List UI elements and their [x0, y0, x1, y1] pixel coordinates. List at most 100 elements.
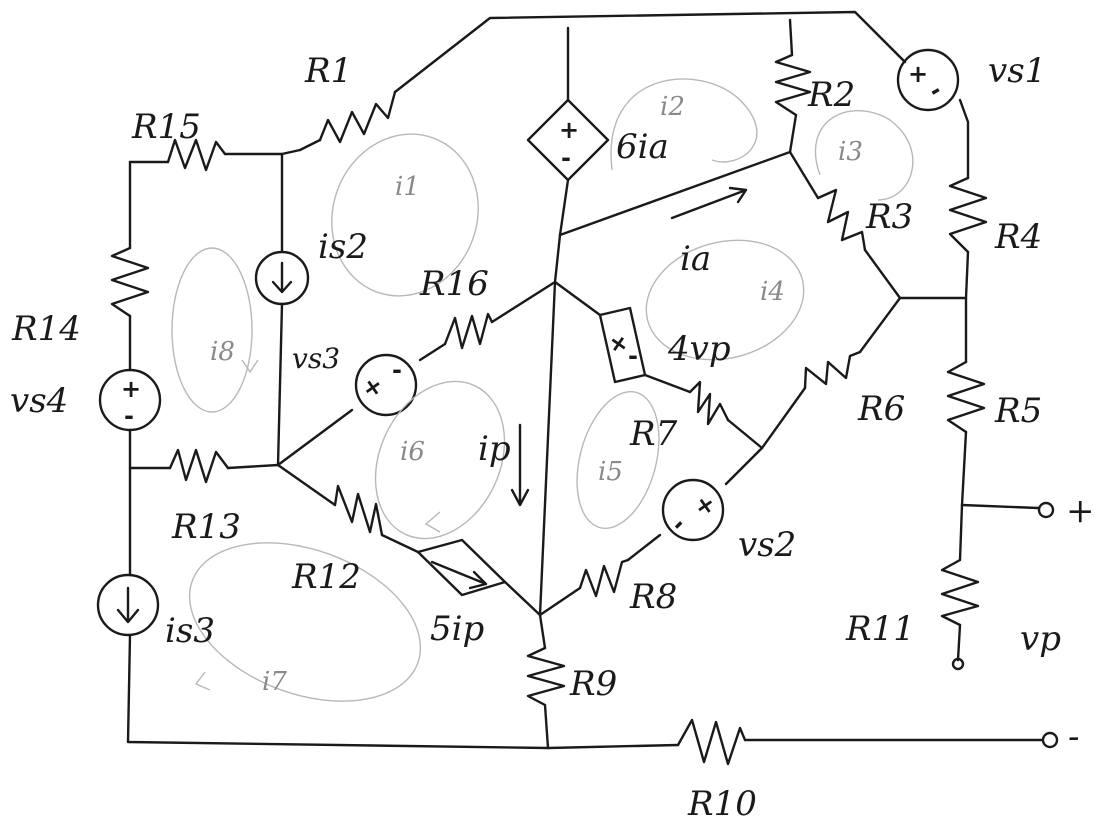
r11-top-lead — [958, 503, 964, 562]
loop-7 — [188, 542, 422, 702]
label-vs2: vs2 — [738, 525, 796, 565]
dep-5ip-arrow-icon — [430, 560, 488, 590]
vs3-left-lead — [276, 408, 354, 467]
resistor-r2 — [774, 53, 812, 117]
r6-top-lead — [858, 296, 902, 354]
vs4-plus-sign: + — [121, 375, 141, 403]
terminal-plus — [1037, 501, 1055, 519]
label-loop-7: i7 — [262, 667, 287, 697]
r10-left-lead — [546, 743, 680, 750]
dependent-source-4vp — [598, 306, 647, 384]
bottom-left-wire — [126, 633, 550, 750]
r7-right-lead — [726, 418, 764, 450]
terminal-minus — [1041, 731, 1059, 749]
r6-bottom-lead — [760, 386, 807, 450]
r1-left-lead — [298, 138, 322, 152]
labels: R1 R2 R3 R4 R5 R6 R7 R8 R9 R10 R11 R12 R… — [10, 51, 1095, 824]
label-vs1: vs1 — [988, 51, 1046, 91]
mesh-loops — [171, 78, 914, 702]
label-loop-8: i8 — [210, 337, 235, 367]
label-r8: R8 — [629, 577, 677, 617]
label-r10: R10 — [687, 784, 757, 824]
dep-6ia-bottom-wire — [558, 178, 570, 237]
resistor-r14 — [110, 246, 150, 318]
label-is2: is2 — [318, 227, 368, 267]
dependent-source-5ip — [416, 538, 507, 597]
vs3-plus-sign: + — [356, 370, 389, 404]
r8-right-lead — [626, 533, 662, 562]
vs4-minus-sign: - — [124, 402, 134, 430]
r15-right-lead — [223, 148, 302, 156]
label-loop-3: i3 — [838, 137, 863, 167]
ip-arrow-icon — [510, 423, 530, 507]
r11-bottom-lead — [956, 623, 962, 662]
r13-right-lead — [226, 463, 280, 470]
voltage-source-vs2 — [661, 478, 725, 542]
output-plus-wire — [960, 503, 1040, 510]
r9-top-lead — [538, 613, 547, 650]
label-ip: ip — [478, 429, 511, 469]
wires — [126, 10, 1044, 750]
vs1-plus-sign: + — [908, 60, 928, 88]
vs1-right-wire — [958, 98, 970, 180]
label-loop-2: i2 — [660, 92, 685, 122]
r2-bottom-lead — [788, 113, 798, 154]
current-source-is3 — [96, 573, 160, 637]
loop-6-arrow-icon — [424, 511, 441, 533]
loop-8-arrow-icon — [241, 359, 259, 374]
loop-3 — [814, 110, 914, 201]
r16-left-lead — [418, 342, 447, 362]
label-r9: R9 — [569, 664, 617, 704]
resistor-r11 — [940, 558, 980, 627]
vs3-minus-sign: - — [392, 356, 402, 384]
label-r16: R16 — [419, 264, 489, 304]
r12-left-lead — [276, 463, 337, 507]
dep-5ip-right-lead — [503, 580, 542, 617]
dep-6ia-plus-sign: + — [559, 116, 579, 144]
label-r13: R13 — [171, 507, 241, 547]
r3-bottom-lead — [863, 248, 902, 300]
ia-branch-wire — [558, 150, 792, 237]
r5-bottom-lead — [960, 430, 968, 507]
vs2-plus-sign: + — [689, 488, 722, 522]
label-dep-6ia: 6ia — [616, 127, 669, 167]
is2-bottom-wire — [276, 302, 284, 467]
label-output-minus: - — [1068, 717, 1080, 757]
loop-5 — [576, 390, 660, 530]
label-r7: R7 — [629, 414, 678, 454]
label-dep-5ip: 5ip — [430, 609, 484, 649]
label-dep-4vp: 4vp — [667, 329, 731, 369]
resistors — [110, 53, 988, 766]
resistor-r9 — [526, 646, 566, 707]
label-output-plus: + — [1066, 491, 1095, 531]
r4-bottom-lead — [964, 250, 970, 300]
label-r4: R4 — [994, 217, 1042, 257]
label-r14: R14 — [11, 309, 81, 349]
resistor-r15 — [166, 138, 227, 172]
resistor-r4 — [948, 176, 988, 254]
vs2-right-lead — [724, 446, 764, 486]
current-source-is2 — [254, 250, 310, 306]
voltage-source-vs4 — [98, 368, 162, 432]
resistor-r1 — [318, 90, 397, 144]
is3-arrow-icon — [116, 586, 140, 624]
voltage-source-vs1 — [896, 48, 960, 112]
label-r1: R1 — [304, 51, 352, 91]
output-terminals — [951, 501, 1059, 749]
label-r11: R11 — [845, 609, 915, 649]
resistor-r3 — [816, 188, 867, 252]
label-r3: R3 — [865, 197, 913, 237]
label-r15: R15 — [131, 107, 201, 147]
label-vs4: vs4 — [10, 381, 68, 421]
vs1-minus-sign: - — [924, 76, 947, 105]
loop-6 — [374, 380, 506, 540]
label-loop-1: i1 — [395, 172, 420, 202]
r9-bottom-lead — [543, 703, 550, 750]
loop-2 — [610, 78, 758, 171]
r7-left-lead — [643, 373, 692, 394]
label-loop-5: i5 — [598, 457, 623, 487]
r16-right-lead — [490, 280, 557, 324]
label-is3: is3 — [165, 611, 215, 651]
label-vs3: vs3 — [292, 342, 340, 375]
